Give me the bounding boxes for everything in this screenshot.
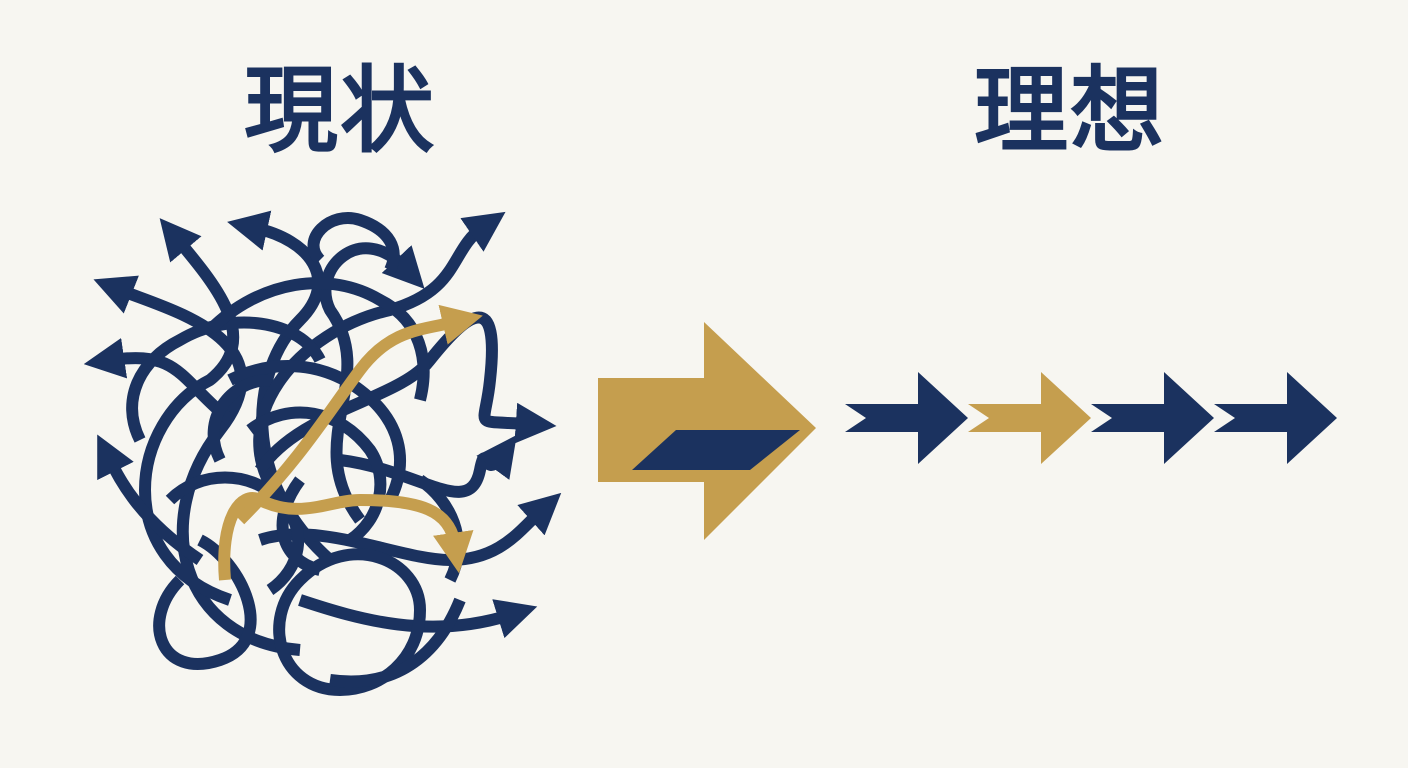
- current-state-heading: 現状: [243, 57, 436, 166]
- aligned-arrows-icon: [845, 372, 1337, 464]
- flow-arrow-3: [1091, 372, 1214, 464]
- flow-arrow-2: [968, 372, 1091, 464]
- tangled-arrows-icon: [83, 210, 562, 699]
- flow-arrow-1: [845, 372, 968, 464]
- transition-arrow-icon: [598, 322, 816, 540]
- ideal-state-heading: 理想: [973, 57, 1166, 166]
- flow-arrow-4: [1214, 372, 1337, 464]
